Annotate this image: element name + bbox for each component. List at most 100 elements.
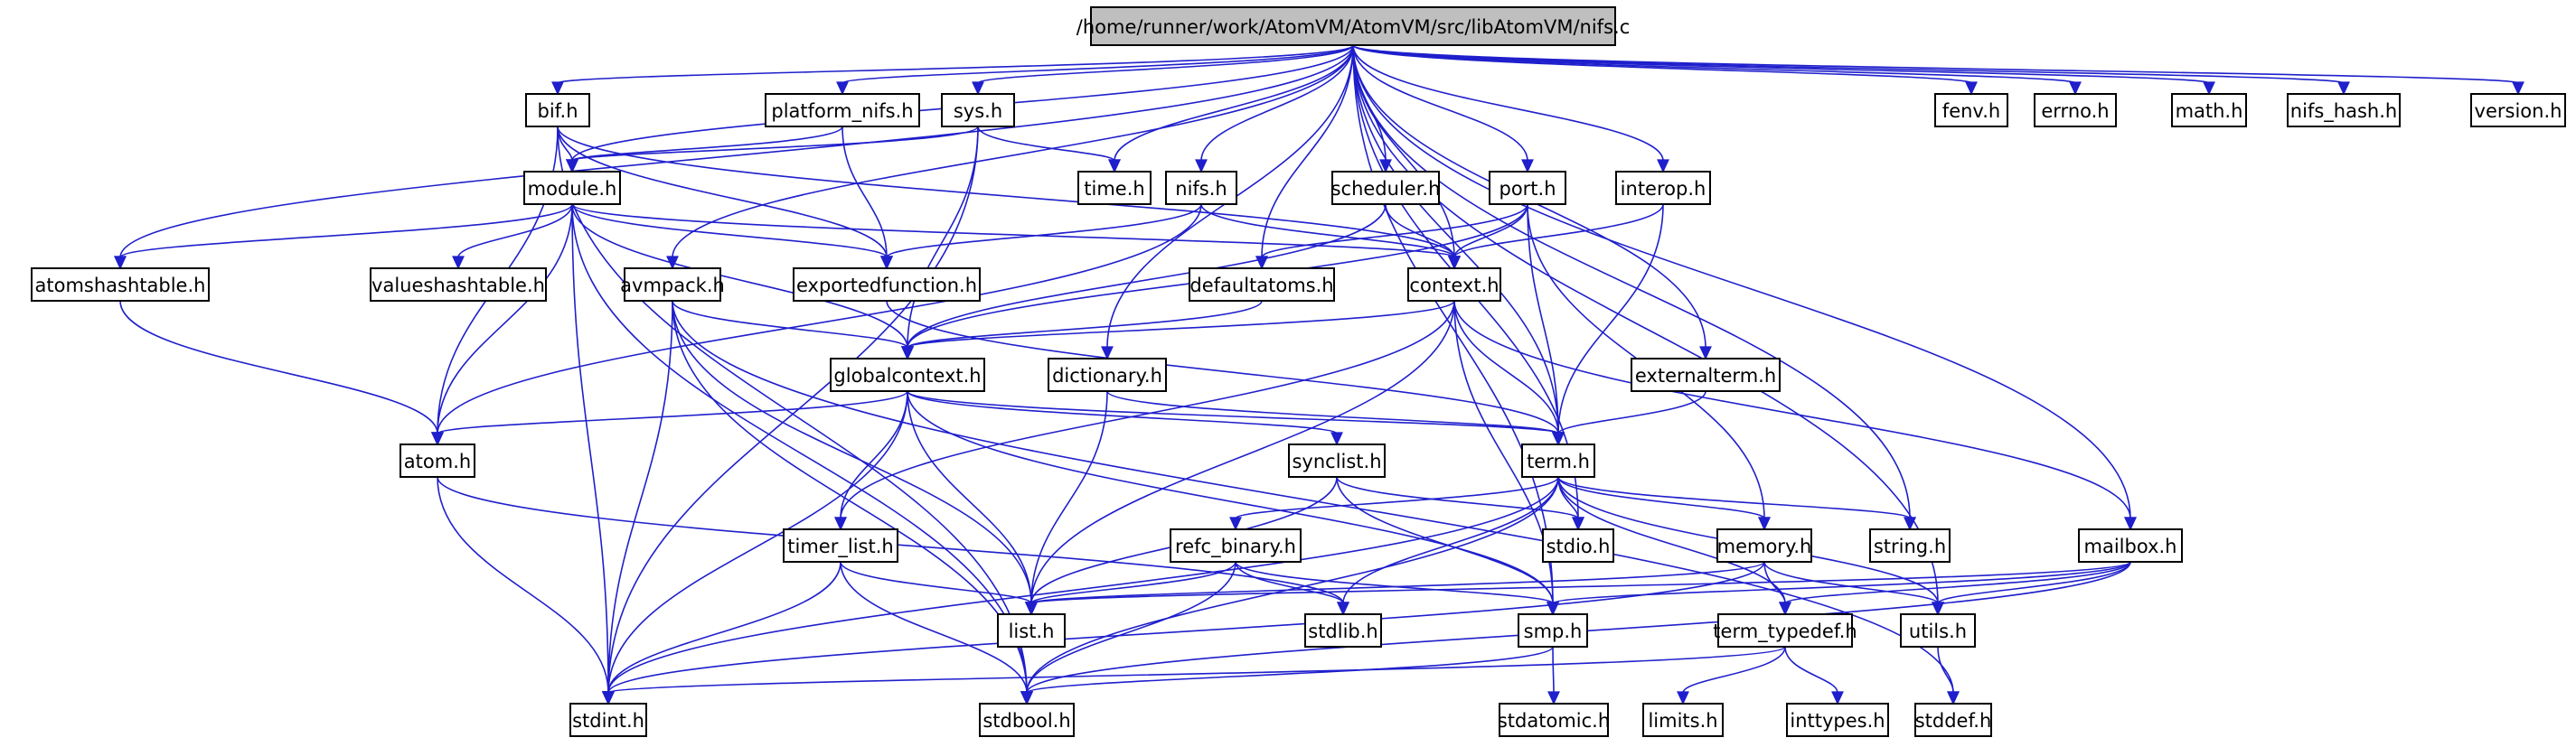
node-scheduler-h[interactable]: scheduler.h bbox=[1331, 171, 1441, 205]
edge-globalcontext_h-to-synclist_h bbox=[907, 390, 1343, 446]
node-box bbox=[1077, 171, 1152, 205]
node-term-typedef-h[interactable]: term_typedef.h bbox=[1713, 613, 1857, 648]
node-math-h[interactable]: math.h bbox=[2171, 93, 2247, 127]
edge-term_h-to-string_h bbox=[1557, 476, 1916, 531]
node-port-h[interactable]: port.h bbox=[1489, 171, 1566, 205]
node-atom-h[interactable]: atom.h bbox=[400, 444, 475, 478]
node-label: scheduler.h bbox=[1331, 178, 1441, 200]
node-stdio-h[interactable]: stdio.h bbox=[1542, 528, 1614, 563]
edge-mailbox_h-to-list_h bbox=[1025, 561, 2131, 616]
node-label: context.h bbox=[1409, 275, 1499, 296]
node-label: platform_nifs.h bbox=[771, 100, 913, 123]
node-label: utils.h bbox=[1909, 621, 1967, 642]
edge-nifs_c-to-platform_nifs_h bbox=[836, 44, 1354, 96]
node-label: synclist.h bbox=[1292, 451, 1381, 472]
node-box bbox=[1900, 613, 1976, 648]
node-fenv-h[interactable]: fenv.h bbox=[1934, 93, 2008, 127]
node-module-h[interactable]: module.h bbox=[523, 171, 621, 205]
node-timer-list-h[interactable]: timer_list.h bbox=[783, 528, 898, 563]
node-box bbox=[2034, 93, 2117, 127]
node-label: timer_list.h bbox=[787, 536, 893, 558]
node-box bbox=[830, 358, 985, 392]
node-box bbox=[1934, 93, 2008, 127]
edge-nifs_h-to-exportedfunction_h bbox=[880, 203, 1202, 270]
edge-port_h-to-defaultatoms_h bbox=[1255, 203, 1528, 270]
node-list-h[interactable]: list.h bbox=[997, 613, 1066, 648]
edge-module_h-to-context_h bbox=[571, 203, 1461, 270]
edge-avmpack_h-to-globalcontext_h bbox=[672, 300, 914, 360]
node-stdbool-h[interactable]: stdbool.h bbox=[979, 703, 1075, 737]
node-box bbox=[1542, 528, 1614, 563]
node-box bbox=[1521, 444, 1595, 478]
node-stdatomic-h[interactable]: stdatomic.h bbox=[1498, 703, 1610, 737]
node-mailbox-h[interactable]: mailbox.h bbox=[2078, 528, 2183, 563]
node-box bbox=[1048, 358, 1167, 392]
node-label: /home/runner/work/AtomVM/AtomVM/src/libA… bbox=[1076, 16, 1631, 38]
node-label: errno.h bbox=[2041, 100, 2109, 122]
node-box bbox=[2470, 93, 2566, 127]
node-term-h[interactable]: term.h bbox=[1521, 444, 1595, 478]
node-box bbox=[765, 93, 920, 127]
node-stdlib-h[interactable]: stdlib.h bbox=[1304, 613, 1382, 648]
node-string-h[interactable]: string.h bbox=[1869, 528, 1951, 563]
edge-globalcontext_h-to-list_h bbox=[907, 390, 1038, 616]
node-label: stddef.h bbox=[1915, 710, 1992, 732]
edge-sys_h-to-time_h bbox=[977, 126, 1121, 173]
node-label: exportedfunction.h bbox=[796, 275, 977, 296]
node-time-h[interactable]: time.h bbox=[1077, 171, 1152, 205]
node-sys-h[interactable]: sys.h bbox=[941, 93, 1015, 127]
edge-context_h-to-timer_list_h bbox=[834, 300, 1455, 531]
node-label: module.h bbox=[528, 178, 617, 200]
edge-sys_h-to-module_h bbox=[566, 126, 979, 173]
node-nifs-hash-h[interactable]: nifs_hash.h bbox=[2287, 93, 2401, 127]
node-memory-h[interactable]: memory.h bbox=[1716, 528, 1812, 563]
node-label: memory.h bbox=[1717, 536, 1812, 557]
node-label: defaultatoms.h bbox=[1189, 275, 1333, 296]
node-box bbox=[1331, 171, 1440, 205]
node-label: list.h bbox=[1009, 621, 1055, 642]
edge-nifs_c-to-bif_h bbox=[551, 44, 1354, 96]
node-nifs-c: /home/runner/work/AtomVM/AtomVM/src/libA… bbox=[1076, 6, 1631, 46]
node-smp-h[interactable]: smp.h bbox=[1518, 613, 1588, 648]
edge-globalcontext_h-to-atom_h bbox=[431, 390, 908, 446]
edge-context_h-to-mailbox_h bbox=[1453, 300, 2137, 531]
node-defaultatoms-h[interactable]: defaultatoms.h bbox=[1189, 267, 1335, 302]
node-refc-binary-h[interactable]: refc_binary.h bbox=[1170, 528, 1302, 563]
edge-module_h-to-valueshashtable_h bbox=[452, 203, 573, 270]
node-avmpack-h[interactable]: avmpack.h bbox=[620, 267, 725, 302]
edge-refc_binary_h-to-stdlib_h bbox=[1235, 561, 1349, 616]
node-stdint-h[interactable]: stdint.h bbox=[569, 703, 647, 737]
node-box bbox=[1189, 267, 1335, 302]
edge-nifs_c-to-fenv_h bbox=[1352, 44, 1978, 96]
node-label: refc_binary.h bbox=[1175, 536, 1296, 558]
node-limits-h[interactable]: limits.h bbox=[1642, 703, 1724, 737]
node-box bbox=[370, 267, 547, 302]
node-errno-h[interactable]: errno.h bbox=[2034, 93, 2117, 127]
edge-nifs_c-to-interop_h bbox=[1352, 44, 1669, 173]
node-atomshashtable-h[interactable]: atomshashtable.h bbox=[31, 267, 210, 302]
node-dictionary-h[interactable]: dictionary.h bbox=[1048, 358, 1167, 392]
edge-interop_h-to-context_h bbox=[1448, 203, 1664, 270]
edge-defaultatoms_h-to-globalcontext_h bbox=[901, 300, 1263, 360]
node-utils-h[interactable]: utils.h bbox=[1900, 613, 1976, 648]
node-label: mailbox.h bbox=[2084, 536, 2177, 557]
edges bbox=[114, 44, 2524, 705]
node-inttypes-h[interactable]: inttypes.h bbox=[1786, 703, 1889, 737]
node-exportedfunction-h[interactable]: exportedfunction.h bbox=[793, 267, 981, 302]
node-globalcontext-h[interactable]: globalcontext.h bbox=[830, 358, 985, 392]
node-valueshashtable-h[interactable]: valueshashtable.h bbox=[370, 267, 547, 302]
node-version-h[interactable]: version.h bbox=[2470, 93, 2566, 127]
node-label: atomshashtable.h bbox=[35, 275, 206, 296]
node-nifs-h[interactable]: nifs.h bbox=[1165, 171, 1237, 205]
node-label: valueshashtable.h bbox=[371, 275, 545, 296]
node-externalterm-h[interactable]: externalterm.h bbox=[1631, 358, 1781, 392]
node-synclist-h[interactable]: synclist.h bbox=[1288, 444, 1386, 478]
edge-nifs_h-to-context_h bbox=[1200, 203, 1461, 270]
node-interop-h[interactable]: interop.h bbox=[1615, 171, 1711, 205]
edge-memory_h-to-list_h bbox=[1025, 561, 1765, 616]
node-bif-h[interactable]: bif.h bbox=[525, 93, 590, 127]
node-box bbox=[1288, 444, 1386, 478]
node-platform-nifs-h[interactable]: platform_nifs.h bbox=[765, 93, 920, 127]
node-stddef-h[interactable]: stddef.h bbox=[1914, 703, 1992, 737]
node-context-h[interactable]: context.h bbox=[1407, 267, 1501, 302]
